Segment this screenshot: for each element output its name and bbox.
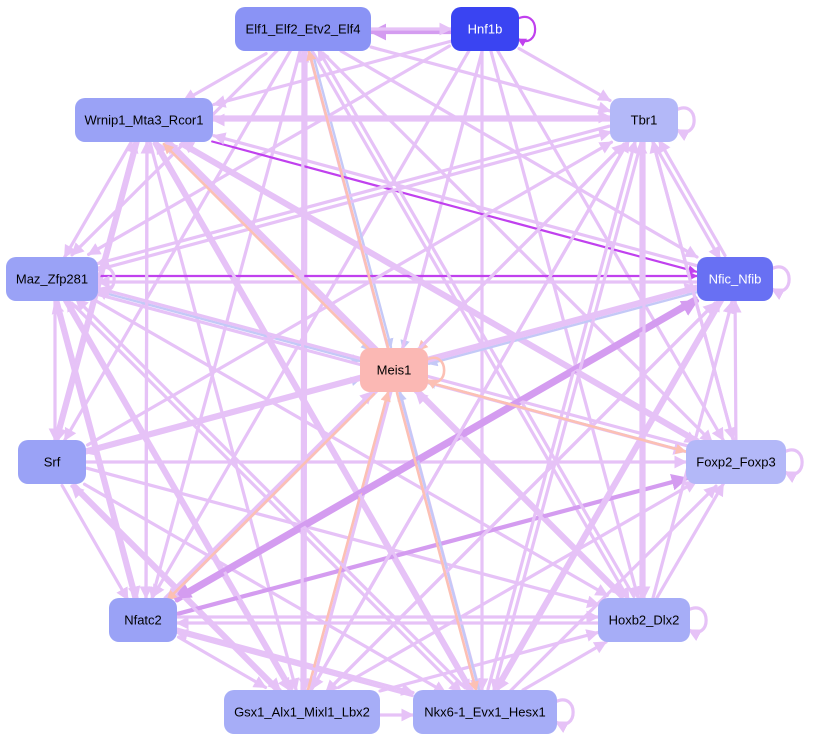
edge-tbr1-to-maz (95, 124, 611, 267)
node-box (686, 440, 786, 484)
edge-tbr1-to-nkx6 (490, 141, 643, 693)
edge-nfatc2-to-nfic (174, 298, 700, 603)
edge-nkx6-to-tbr1 (486, 139, 639, 691)
edge-foxp2-to-nfic (728, 299, 742, 442)
edge-hoxb2-to-foxp2 (655, 482, 725, 600)
edge-foxp2-to-wrnip1 (180, 140, 700, 442)
node-label: Wrnip1_Mta3_Rcor1 (85, 113, 204, 128)
edge-hnf1b-to-hnf1b (515, 15, 537, 47)
edge-meis1-to-wrnip1 (162, 142, 372, 352)
node-tbr1[interactable]: Tbr1 (610, 98, 678, 142)
edge-maz-to-gsx1 (63, 299, 291, 692)
edge-meis1-to-meis1 (424, 356, 446, 389)
edge-elf-to-tbr1 (369, 45, 612, 115)
node-srf[interactable]: Srf (18, 440, 86, 484)
node-label: Maz_Zfp281 (16, 272, 88, 287)
edge-hnf1b-to-nfatc2 (151, 47, 472, 599)
node-label: Hnf1b (468, 22, 503, 37)
node-label: Meis1 (377, 363, 412, 378)
edge-wrnip1-to-maz (63, 140, 133, 259)
edge-nkx6-to-hoxb2 (521, 640, 608, 692)
node-label: Foxp2_Foxp3 (696, 455, 776, 470)
edge-tbr1-to-nfic (652, 141, 722, 261)
node-box (18, 440, 86, 484)
edge-nfic-to-nfic (769, 265, 791, 300)
node-label: Gsx1_Alx1_Mixl1_Lbx2 (234, 705, 370, 720)
edge-nfic-to-nfatc2 (173, 296, 698, 600)
node-box (6, 257, 98, 301)
edge-meis1-to-elf (306, 49, 390, 350)
nodes-layer: Elf1_Elf2_Etv2_Elf4 Hnf1bWrnip1_Mta3_Rcor… (6, 7, 786, 734)
edge-nfic-to-gsx1 (324, 301, 717, 694)
node-box (697, 257, 773, 301)
edges-layer (48, 15, 804, 733)
node-nkx6[interactable]: Nkx6-1_Evx1_Hesx1 (413, 690, 557, 734)
node-wrnip1[interactable]: Wrnip1_Mta3_Rcor1 (75, 98, 213, 142)
node-box (109, 598, 177, 642)
edge-nfatc2-to-nkx6 (175, 627, 415, 696)
edge-meis1-to-foxp2 (425, 380, 687, 454)
node-maz[interactable]: Maz_Zfp281 (6, 257, 98, 301)
edge-nfatc2-to-gsx1 (176, 635, 268, 689)
edge-elf-to-wrnip1 (182, 52, 268, 103)
node-label: Elf1_Elf2_Etv2_Elf4 (246, 22, 361, 37)
edge-nfic-to-meis1 (427, 290, 699, 367)
node-box (224, 690, 380, 734)
edge-hoxb2-to-hoxb2 (686, 606, 708, 641)
node-box (413, 690, 557, 734)
node-box (75, 98, 213, 142)
edge-foxp2-to-foxp2 (782, 448, 804, 483)
node-box (610, 98, 678, 142)
edge-maz-to-tbr1 (97, 128, 613, 272)
edge-gsx1-to-elf (296, 49, 310, 692)
edge-meis1-to-nkx6 (395, 391, 479, 693)
edge-elf-to-nfic (339, 49, 699, 259)
edge-meis1-to-nfatc2 (165, 392, 376, 602)
edge-elf-to-meis1 (310, 49, 394, 349)
node-box (598, 598, 690, 642)
node-gsx1[interactable]: Gsx1_Alx1_Mixl1_Lbx2 (224, 690, 380, 734)
edge-srf-to-nfatc2 (60, 483, 130, 602)
edge-tbr1-to-gsx1 (310, 138, 631, 691)
node-label: Hoxb2_Dlx2 (609, 613, 680, 628)
edge-gsx1-to-meis1 (306, 390, 391, 692)
node-box (451, 7, 519, 51)
edge-wrnip1-to-nfic (211, 140, 698, 274)
node-label: Nkx6-1_Evx1_Hesx1 (424, 705, 545, 720)
node-label: Nfatc2 (124, 613, 162, 628)
edge-gsx1-to-hoxb2 (378, 629, 600, 693)
node-hoxb2[interactable]: Hoxb2_Dlx2 (598, 598, 690, 642)
edge-maz-to-meis1 (96, 290, 362, 364)
node-label: Srf (44, 455, 61, 470)
edge-maz-to-hoxb2 (90, 296, 609, 597)
node-elf[interactable]: Elf1_Elf2_Etv2_Elf4 (235, 7, 371, 51)
edge-wrnip1-to-foxp2 (179, 143, 698, 445)
edge-srf-to-hoxb2 (85, 466, 601, 609)
edge-elf-to-gsx1 (298, 49, 312, 692)
edge-srf-to-tbr1 (85, 140, 614, 447)
node-label: Tbr1 (631, 113, 658, 128)
edge-tbr1-to-tbr1 (674, 106, 696, 141)
edge-hnf1b-to-tbr1 (517, 46, 612, 103)
edge-nfic-to-tbr1 (657, 138, 727, 258)
node-nfatc2[interactable]: Nfatc2 (109, 598, 177, 642)
node-box (360, 348, 428, 392)
node-box (235, 7, 371, 51)
edge-tbr1-to-foxp2 (651, 139, 737, 441)
node-label: Nfic_Nfib (709, 272, 762, 287)
edge-nkx6-to-meis1 (397, 390, 481, 692)
node-meis1[interactable]: Meis1 (360, 348, 428, 392)
edge-nfatc2-to-meis1 (163, 390, 374, 600)
edge-hoxb2-to-elf (316, 47, 636, 599)
node-hnf1b[interactable]: Hnf1b (451, 7, 519, 51)
node-foxp2[interactable]: Foxp2_Foxp3 (686, 440, 786, 484)
edge-nkx6-to-nfatc2 (174, 628, 414, 698)
edge-nkx6-to-nkx6 (553, 698, 575, 733)
edge-nfic-to-wrnip1 (212, 132, 700, 268)
edge-nfic-to-nkx6 (496, 299, 724, 692)
node-nfic[interactable]: Nfic_Nfib (697, 257, 773, 301)
